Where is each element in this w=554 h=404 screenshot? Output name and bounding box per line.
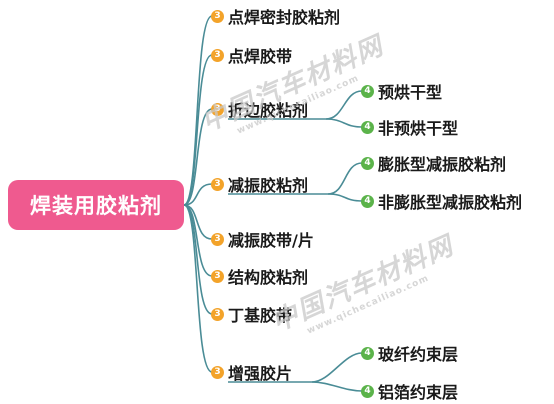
level-badge-icon: 4: [361, 346, 374, 360]
leaf-node: 4 非膨胀型减振胶粘剂: [361, 189, 522, 213]
connector-line: [183, 108, 213, 206]
node-label: 增强胶片: [228, 364, 293, 383]
level-badge-icon: 4: [361, 384, 374, 398]
node-label: 膨胀型减振胶粘剂: [378, 155, 507, 174]
level-badge-icon: 3: [211, 9, 224, 23]
branch-node: 3 减振胶带/片: [211, 227, 314, 251]
node-label: 铝箔约束层: [378, 383, 459, 402]
node-label: 减振胶带/片: [228, 231, 314, 250]
node-label: 减振胶粘剂: [228, 176, 309, 195]
node-label: 点焊胶带: [228, 47, 293, 66]
leaf-node: 4 非预烘干型: [361, 115, 458, 139]
level-badge-icon: 4: [361, 120, 374, 134]
connector-line: [183, 183, 213, 206]
node-label: 折边胶粘剂: [228, 101, 309, 120]
connector-line: [311, 381, 363, 392]
connector-line: [327, 193, 363, 202]
node-label: 结构胶粘剂: [228, 268, 309, 287]
connector-line: [183, 204, 213, 373]
level-badge-icon: 3: [211, 177, 224, 191]
level-badge-icon: 3: [211, 307, 224, 321]
level-badge-icon: 4: [361, 84, 374, 98]
level-badge-icon: 3: [211, 232, 224, 246]
node-label: 非膨胀型减振胶粘剂: [378, 193, 523, 212]
node-label: 点焊密封胶粘剂: [228, 8, 341, 27]
connector-line: [327, 162, 363, 195]
branch-node: 3 结构胶粘剂: [211, 264, 308, 288]
branch-node: 3 折边胶粘剂: [211, 97, 308, 121]
leaf-node: 4 玻纤约束层: [361, 341, 458, 365]
level-badge-icon: 3: [211, 269, 224, 283]
connector-line: [325, 90, 363, 120]
level-badge-icon: 3: [211, 102, 224, 116]
connector-line: [311, 352, 363, 383]
level-badge-icon: 3: [211, 365, 224, 379]
node-label: 丁基胶带: [228, 306, 293, 325]
level-badge-icon: 3: [211, 48, 224, 62]
branch-node: 3 增强胶片: [211, 360, 292, 384]
branch-node: 3 丁基胶带: [211, 302, 292, 326]
level-badge-icon: 4: [361, 156, 374, 170]
connector-line: [325, 118, 363, 128]
level-badge-icon: 4: [361, 194, 374, 208]
branch-node: 3 点焊密封胶粘剂: [211, 4, 340, 28]
connector-line: [183, 54, 213, 206]
root-node: 焊装用胶粘剂: [8, 180, 184, 230]
leaf-node: 4 预烘干型: [361, 79, 442, 103]
leaf-node: 4 膨胀型减振胶粘剂: [361, 151, 506, 175]
node-label: 玻纤约束层: [378, 345, 459, 364]
branch-node: 3 减振胶粘剂: [211, 172, 308, 196]
node-label: 预烘干型: [378, 83, 443, 102]
leaf-node: 4 铝箔约束层: [361, 379, 458, 403]
branch-node: 3 点焊胶带: [211, 43, 292, 67]
node-label: 非预烘干型: [378, 119, 459, 138]
